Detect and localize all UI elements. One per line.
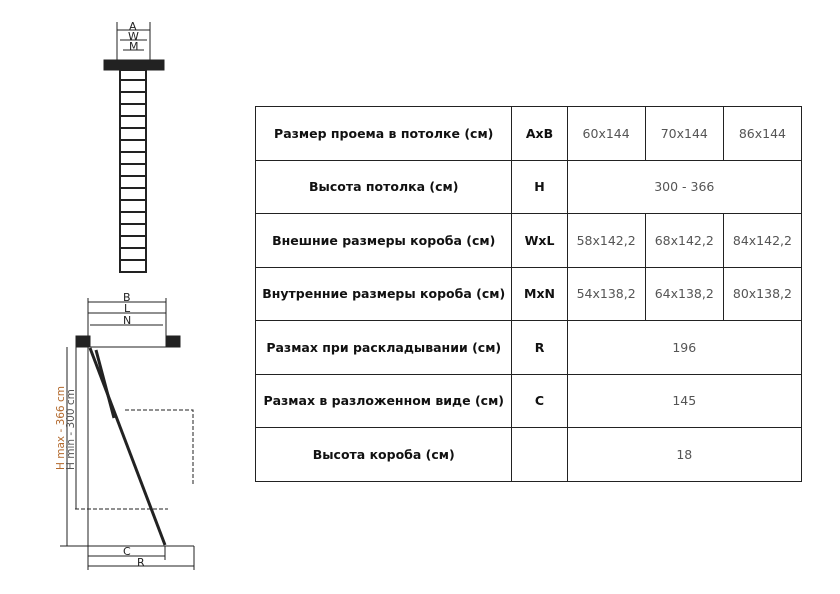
row-label: Внешние размеры короба (см) — [254, 213, 513, 268]
row-value: 300 - 366 — [566, 159, 803, 214]
row-symbol: AxB — [511, 106, 568, 161]
row-value: 54x138,2 — [566, 266, 646, 321]
label-c: C — [123, 545, 131, 558]
row-value: 84x142,2 — [722, 213, 803, 268]
row-symbol: WxL — [511, 213, 568, 268]
row-label: Размер проема в потолке (см) — [254, 106, 513, 161]
row-value: 196 — [566, 320, 803, 375]
row-symbol: H — [511, 159, 568, 214]
row-label: Высота потолка (см) — [254, 159, 513, 214]
ladder-front-view — [103, 22, 165, 273]
row-symbol — [511, 427, 568, 482]
row-symbol: R — [511, 320, 568, 375]
label-r: R — [137, 556, 145, 569]
row-value: 68x142,2 — [644, 213, 724, 268]
ladder-side-view — [60, 298, 195, 570]
label-n: N — [123, 314, 131, 327]
label-a: A — [129, 20, 137, 33]
h-min-label: H min - 300 cm — [65, 389, 77, 470]
row-value: 70x144 — [644, 106, 724, 161]
row-value: 145 — [566, 373, 803, 428]
ladder-diagram: A W M B L N C R H max - 366 cm H min - 3… — [55, 20, 195, 570]
row-value: 64x138,2 — [644, 266, 724, 321]
row-label: Высота короба (см) — [254, 427, 513, 482]
row-value: 60x144 — [566, 106, 646, 161]
table-row: Высота короба (см) 18 — [254, 427, 803, 482]
row-symbol: MxN — [511, 266, 568, 321]
row-value: 86x144 — [722, 106, 803, 161]
row-value: 18 — [566, 427, 803, 482]
row-value: 80x138,2 — [722, 266, 803, 321]
label-b: B — [123, 291, 131, 304]
label-m: M — [129, 40, 139, 53]
row-value: 58x142,2 — [566, 213, 646, 268]
row-label: Размах при раскладывании (см) — [254, 320, 513, 375]
row-label: Размах в разложенном виде (см) — [254, 373, 513, 428]
label-w: W — [128, 30, 139, 43]
h-max-label: H max - 366 cm — [55, 386, 67, 470]
row-symbol: C — [511, 373, 568, 428]
row-label: Внутренние размеры короба (см) — [254, 266, 513, 321]
label-l: L — [124, 302, 131, 315]
